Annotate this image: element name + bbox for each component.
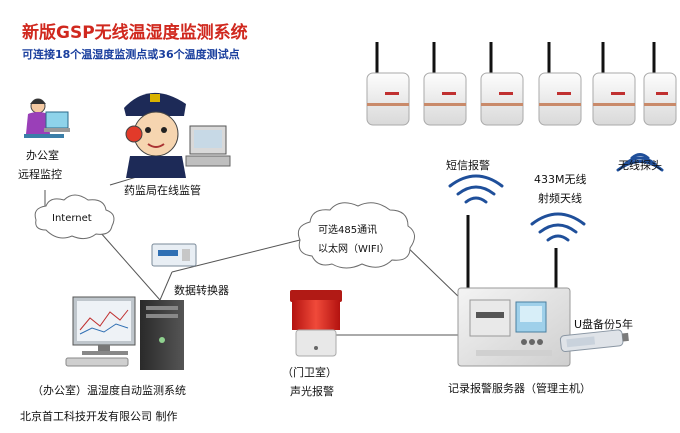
- label-recorder-server: 记录报警服务器（管理主机）: [448, 382, 591, 395]
- label-wireless-probe: 无线探头: [618, 159, 662, 172]
- label-fda-online: 药监局在线监管: [124, 184, 201, 197]
- link-converter-pc: [159, 271, 173, 301]
- usb-drive-icon: [559, 329, 629, 353]
- label-antenna-1: 433M无线: [534, 173, 587, 186]
- probe-icon: [423, 42, 467, 126]
- converter-icon: [151, 243, 197, 267]
- probe-icon: [366, 42, 410, 126]
- cloud-icon: [297, 202, 415, 269]
- label-option-1: 可选485通讯: [318, 225, 378, 236]
- label-office-remote-1: 办公室: [26, 149, 59, 162]
- wireless-probes: [366, 42, 677, 126]
- probe-icon: [538, 42, 582, 126]
- probe-icon: [643, 42, 677, 126]
- office-worker-icon: [24, 98, 70, 138]
- label-option-2: 以太网（WIFI）: [318, 244, 390, 255]
- signal-wave-icon: [530, 212, 586, 242]
- probe-icon: [592, 42, 636, 126]
- page-subtitle: 可连接18个温湿度监测点或36个温度测试点: [22, 48, 240, 61]
- signal-wave-icon: [448, 174, 504, 204]
- label-sms-alarm: 短信报警: [446, 159, 490, 172]
- label-usb-backup: U盘备份5年: [574, 318, 634, 331]
- label-internet: Internet: [52, 213, 92, 224]
- label-guard-room: （门卫室）: [282, 366, 337, 379]
- label-sound-light-alarm: 声光报警: [290, 385, 334, 398]
- signal-wave-icon: [616, 153, 664, 172]
- label-office-remote-2: 远程监控: [18, 168, 62, 181]
- server-host-icon: [457, 287, 571, 367]
- label-data-converter: 数据转换器: [174, 284, 229, 297]
- cloud-icon: [34, 194, 115, 240]
- computer-icon: [65, 296, 184, 370]
- page-title: 新版GSP无线温湿度监测系统: [22, 23, 248, 43]
- probe-icon: [480, 42, 524, 126]
- label-company: 北京首工科技开发有限公司 制作: [20, 410, 178, 423]
- label-office-auto-system: （办公室）温湿度自动监测系统: [32, 384, 186, 397]
- alarm-light-icon: [290, 290, 342, 357]
- label-antenna-2: 射频天线: [538, 192, 582, 205]
- link-internet-pc: [99, 231, 161, 301]
- police-icon: [124, 92, 231, 178]
- link-converter-cloud: [171, 239, 301, 273]
